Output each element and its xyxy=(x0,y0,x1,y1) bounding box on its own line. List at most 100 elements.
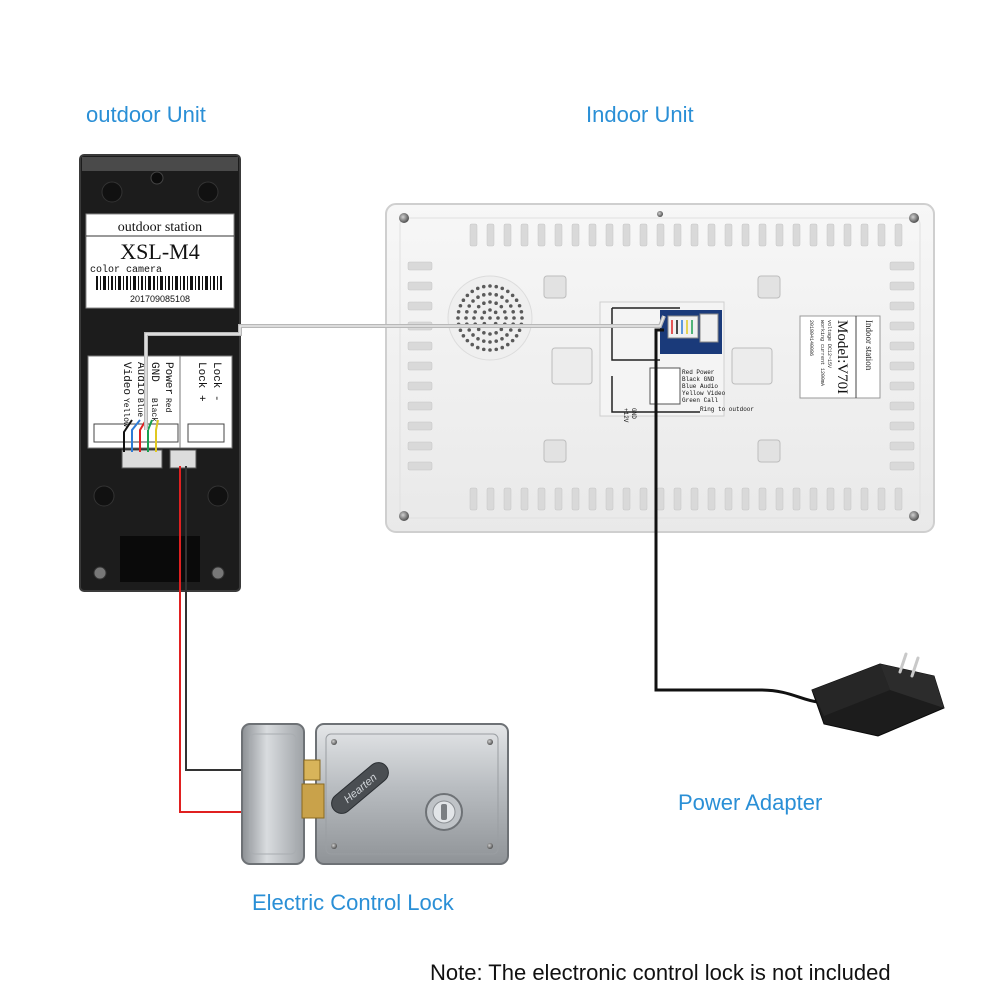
vent-slot xyxy=(407,341,433,351)
vent-slot xyxy=(707,487,716,511)
speaker-hole xyxy=(475,345,480,350)
indoor-gnd-text: GND xyxy=(630,408,637,419)
speaker-hole xyxy=(471,299,475,303)
vent-slot xyxy=(877,487,886,511)
vent-slot xyxy=(792,487,801,511)
vent-slot xyxy=(537,487,546,511)
vent-slot xyxy=(656,487,665,511)
vent-slot xyxy=(605,487,614,511)
indoor-spec2-text: working current 1200mA xyxy=(819,320,825,386)
yellow-text: Yellow xyxy=(121,398,130,427)
vent-slots-top xyxy=(469,223,903,247)
speaker-hole xyxy=(475,286,480,291)
vent-slot xyxy=(673,487,682,511)
vent-slot xyxy=(605,223,614,247)
vent-slot xyxy=(407,441,433,451)
speaker-hole xyxy=(461,298,466,303)
speaker-hole xyxy=(456,316,460,320)
speaker-hole xyxy=(500,286,505,291)
speaker-hole xyxy=(473,310,478,314)
vent-slot xyxy=(486,487,495,511)
speaker-hole xyxy=(514,298,519,303)
speaker-hole xyxy=(471,333,475,337)
speaker-hole xyxy=(488,300,492,304)
outdoor-serial-text: 201709085108 xyxy=(130,294,190,304)
vent-slot xyxy=(588,487,597,511)
vent-slot xyxy=(407,361,433,371)
vent-slot xyxy=(724,223,733,247)
speaker-hole xyxy=(465,338,470,343)
outdoor-station-text: outdoor station xyxy=(118,220,202,235)
speaker-hole xyxy=(464,316,468,320)
vent-slot xyxy=(622,223,631,247)
speaker-hole xyxy=(482,301,486,306)
vent-slot xyxy=(407,421,433,431)
vent-slot xyxy=(741,487,750,511)
speaker-hole xyxy=(481,347,486,352)
speaker-hole xyxy=(476,295,480,300)
red-text: Red xyxy=(163,398,172,413)
power-text: Power xyxy=(162,362,174,395)
speaker-hole xyxy=(481,293,486,297)
vent-slot xyxy=(520,487,529,511)
vent-slot xyxy=(520,223,529,247)
speaker-hole xyxy=(511,309,515,314)
vent-slot xyxy=(571,223,580,247)
vent-slot xyxy=(407,301,433,311)
speaker-hole xyxy=(517,303,522,308)
vent-slot xyxy=(690,223,699,247)
speaker-hole xyxy=(508,328,513,332)
indoor-model-text: Model:V70I xyxy=(834,320,850,394)
speaker-grille xyxy=(456,284,524,352)
indoor-yellow-video-text: Yellow Video xyxy=(682,390,726,397)
vent-slot xyxy=(843,223,852,247)
vent-slot xyxy=(407,281,433,291)
speaker-hole xyxy=(499,304,504,309)
black-text: Black xyxy=(149,398,158,422)
speaker-hole xyxy=(482,310,487,315)
speaker-hole xyxy=(467,304,472,308)
speaker-hole xyxy=(499,327,504,332)
vent-slots-right xyxy=(889,261,915,471)
lock-minus-text: Lock - xyxy=(210,362,222,402)
indoor-station-text: Indoor station xyxy=(864,320,874,371)
speaker-hole xyxy=(494,330,498,335)
vent-slot xyxy=(877,223,886,247)
indoor-red-power-text: Red Power xyxy=(682,369,715,376)
speaker-hole xyxy=(488,284,492,288)
speaker-hole xyxy=(480,316,484,320)
vent-slot xyxy=(407,261,433,271)
speaker-hole xyxy=(476,327,481,332)
speaker-hole xyxy=(465,293,470,298)
vent-slot xyxy=(775,223,784,247)
speaker-hole xyxy=(508,304,513,308)
vent-slot xyxy=(826,487,835,511)
speaker-hole xyxy=(494,293,499,297)
outdoor-camera-text: color camera xyxy=(90,264,162,276)
vent-slot xyxy=(407,401,433,411)
speaker-hole xyxy=(504,316,508,320)
vent-slot xyxy=(889,441,915,451)
speaker-hole xyxy=(494,347,499,352)
not-included-note: Note: The electronic control lock is not… xyxy=(430,960,891,985)
audio-text: Audio xyxy=(134,362,146,395)
speaker-hole xyxy=(488,332,492,336)
speaker-hole xyxy=(505,299,509,303)
vent-slot xyxy=(889,301,915,311)
vent-slot xyxy=(809,487,818,511)
vent-slot xyxy=(690,487,699,511)
lock-plus-text: Lock + xyxy=(195,362,207,402)
vent-slot xyxy=(809,223,818,247)
speaker-hole xyxy=(488,292,492,296)
speaker-hole xyxy=(502,310,507,314)
vent-slot xyxy=(889,401,915,411)
indoor-ring-text: Ring to outdoor xyxy=(700,406,754,413)
speaker-hole xyxy=(505,342,510,347)
outdoor-label-sticker: outdoor station XSL-M4 color camera xyxy=(85,213,235,309)
speaker-hole xyxy=(510,293,515,298)
speaker-hole xyxy=(481,339,486,343)
speaker-hole xyxy=(482,330,486,335)
red-lock-wire xyxy=(179,466,242,813)
blue-text: Blue xyxy=(135,398,144,417)
speaker-hole xyxy=(488,308,492,312)
